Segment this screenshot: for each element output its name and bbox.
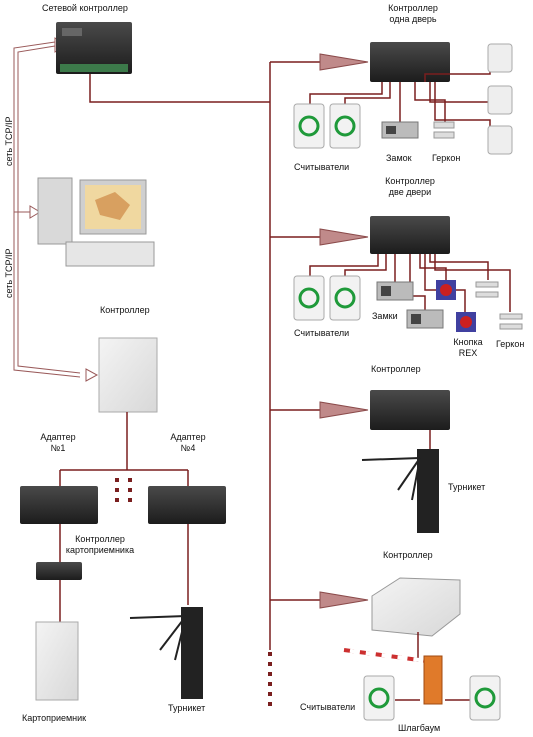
turnstile-right-device [361,449,439,533]
label-gerkon-2: Геркон [496,339,525,349]
label-locks-2: Замки [372,311,398,321]
label-tcpip-1: сеть TCP/IP [4,116,14,166]
adapter-1-device [20,486,98,524]
one-door-sensors [487,43,513,155]
label-controller-main: Контроллер [100,305,150,315]
label-controller-turnstile: Контроллер [371,364,421,374]
label-card-controller-line2: картоприемника [65,545,135,555]
label-network-controller: Сетевой контроллер [42,3,128,13]
rex-buttons [436,280,476,332]
branch-arrow-barrier [319,591,369,609]
label-readers-2: Считыватели [294,328,350,338]
network-controller-device [56,22,132,74]
two-door-controller-device [370,216,450,254]
label-rex-line2: REX [458,348,478,358]
label-adapter-1-line2: №1 [50,443,66,453]
branch-arrow-one-door [319,53,369,71]
turnstile-controller-device [370,390,450,430]
two-door-readers [293,275,361,321]
label-turnstile-right: Турникет [448,482,486,492]
tcpip-arrow-mid [29,205,41,219]
label-adapter-1-line1: Адаптер [40,432,76,442]
label-turnstile-left: Турникет [168,703,206,713]
two-door-gerkons [475,281,523,330]
label-one-door-line2: одна дверь [389,14,437,24]
adapter-dots [115,478,132,502]
one-door-cables [309,62,491,130]
label-one-door-line1: Контроллер [388,3,438,13]
one-door-lock [381,121,419,139]
card-acceptor-device [35,621,79,701]
barrier-device [343,648,443,705]
label-adapter-4-line1: Адаптер [170,432,206,442]
main-controller-cabinet [98,337,158,413]
adapter-4-device [148,486,226,524]
label-controller-barrier: Контроллер [383,550,433,560]
barrier-cables [395,632,470,701]
card-controller-device [36,562,82,580]
label-gerkon-1: Геркон [432,153,461,163]
barrier-readers [363,675,501,721]
label-two-door-line2: две двери [388,187,432,197]
label-rex-line1: Кнопка [453,337,483,347]
tcpip-arrow-bottom [85,368,99,382]
label-lock-1: Замок [386,153,412,163]
one-door-controller-device [370,42,450,82]
branch-arrow-two-door [319,228,369,246]
two-door-locks [376,281,444,329]
workstation-pc [37,177,155,267]
one-door-readers [293,103,361,149]
label-readers-3: Считыватели [300,702,356,712]
card-cables [59,524,189,622]
label-adapter-4-line2: №4 [180,443,196,453]
one-door-gerkon [433,121,455,139]
backbone-cable [89,61,320,650]
label-card-controller-line1: Контроллер [75,534,125,544]
backbone-dots [268,652,272,706]
label-readers-1: Считыватели [294,162,350,172]
label-barrier: Шлагбаум [398,723,441,733]
label-tcpip-2: сеть TCP/IP [4,248,14,298]
branch-arrow-turnstile [319,401,369,419]
barrier-controller-box [371,577,461,637]
turnstile-left-device [129,607,203,699]
label-card-acceptor: Картоприемник [22,713,87,723]
label-two-door-line1: Контроллер [385,176,435,186]
main-controller-cables [59,412,189,486]
